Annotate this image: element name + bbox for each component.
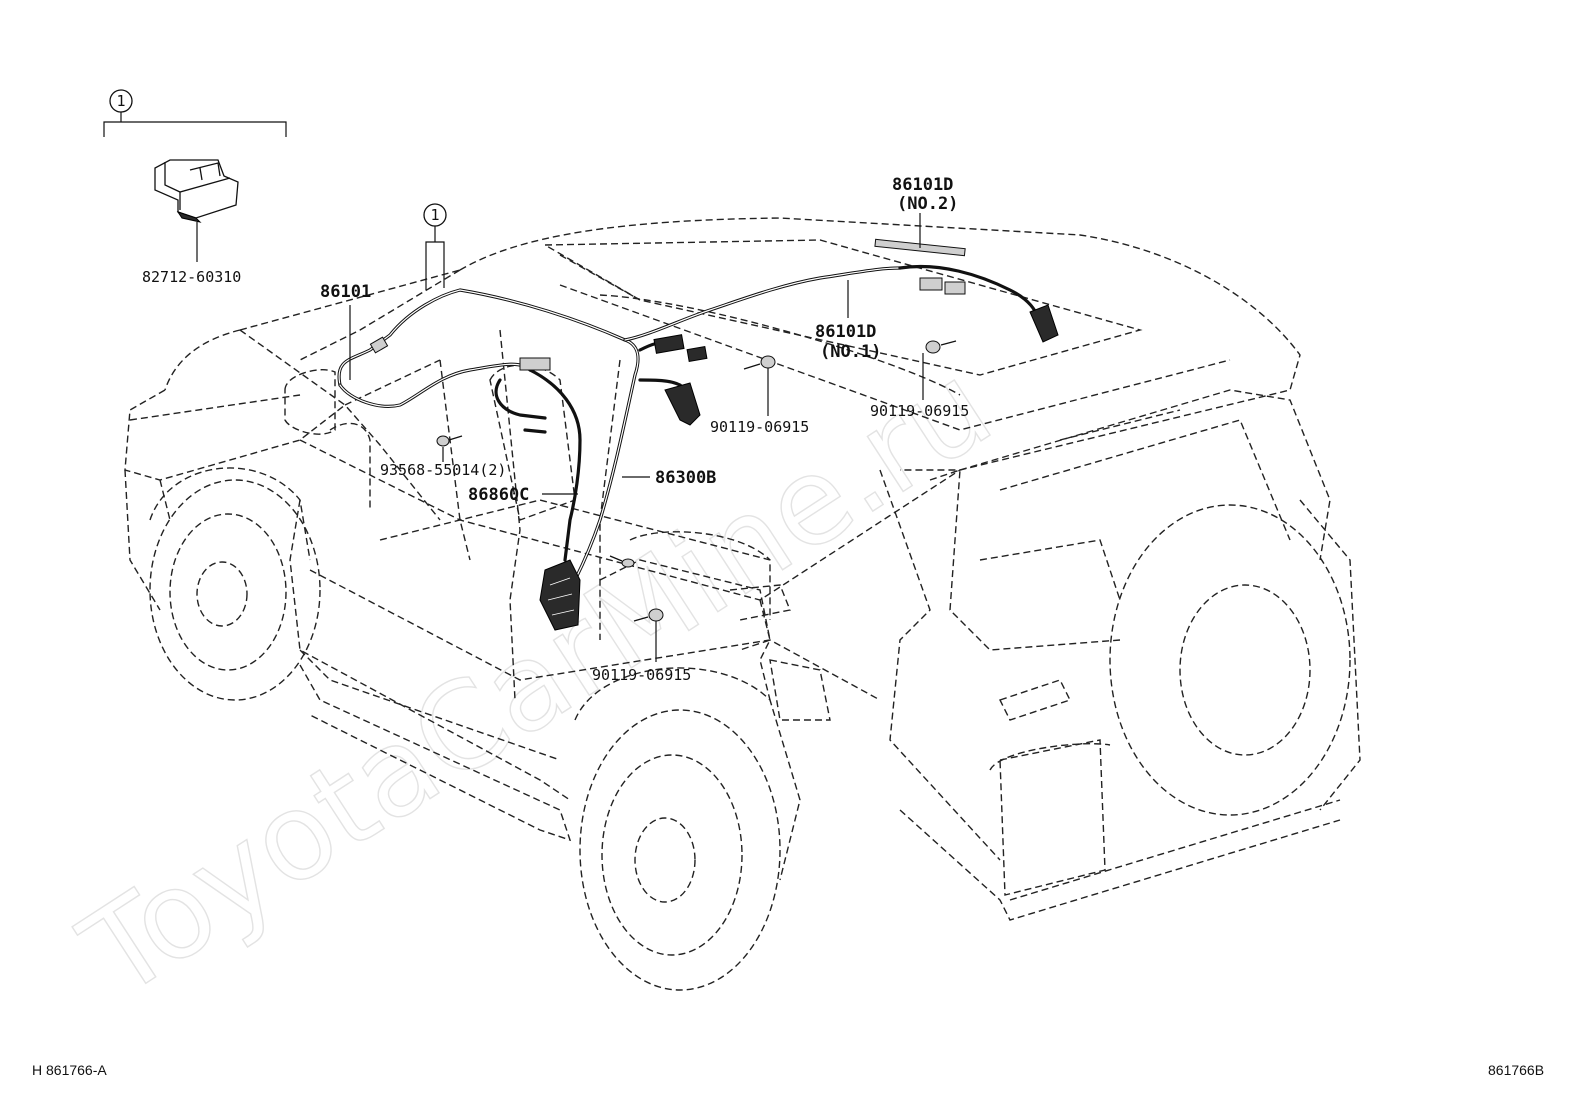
leader-lines [196,213,924,662]
bolt-icon [743,355,776,370]
part-number-86101d-no1-sub: (NO.1) [820,342,881,362]
footer-left-code: H 861766-A [32,1062,107,1078]
connector-icon [609,555,635,568]
bolt-icon [436,435,463,447]
part-number-86101d-no1: 86101D [815,322,876,342]
vehicle-outline [124,217,1361,991]
circled-number-icon: 1 [430,206,439,224]
part-number-86101d-no2-sub: (NO.2) [897,194,958,214]
amplifier-icon [539,559,581,631]
part-number-90119-a: 90119-06915 [710,418,809,436]
footer-right-code: 861766B [1488,1062,1544,1078]
bolt-icon [925,340,957,354]
part-number-86860c: 86860C [468,485,529,505]
connector-icon [369,277,966,371]
part-number-90119-b: 90119-06915 [870,402,969,420]
kit-bracket-top-left: 1 [103,89,287,137]
part-number-82712: 82712-60310 [142,268,241,286]
part-number-86101d-no2: 86101D [892,175,953,195]
antenna-icon [874,238,1059,343]
bracket-clip-icon [154,159,239,223]
part-labels: 82712-60310 86101 86101D (NO.2) 86101D (… [142,175,969,684]
connector-icon [664,382,701,426]
kit-callout-center: 1 [423,203,447,290]
antenna-cord-harness [337,264,1042,582]
circled-number-icon: 1 [116,92,125,110]
part-number-86101: 86101 [320,282,371,302]
part-number-93568: 93568-55014(2) [380,461,506,479]
part-number-86300b: 86300B [655,468,716,488]
part-number-90119-c: 90119-06915 [592,666,691,684]
watermark: ToyotaCarMine.ru [59,337,1015,1025]
